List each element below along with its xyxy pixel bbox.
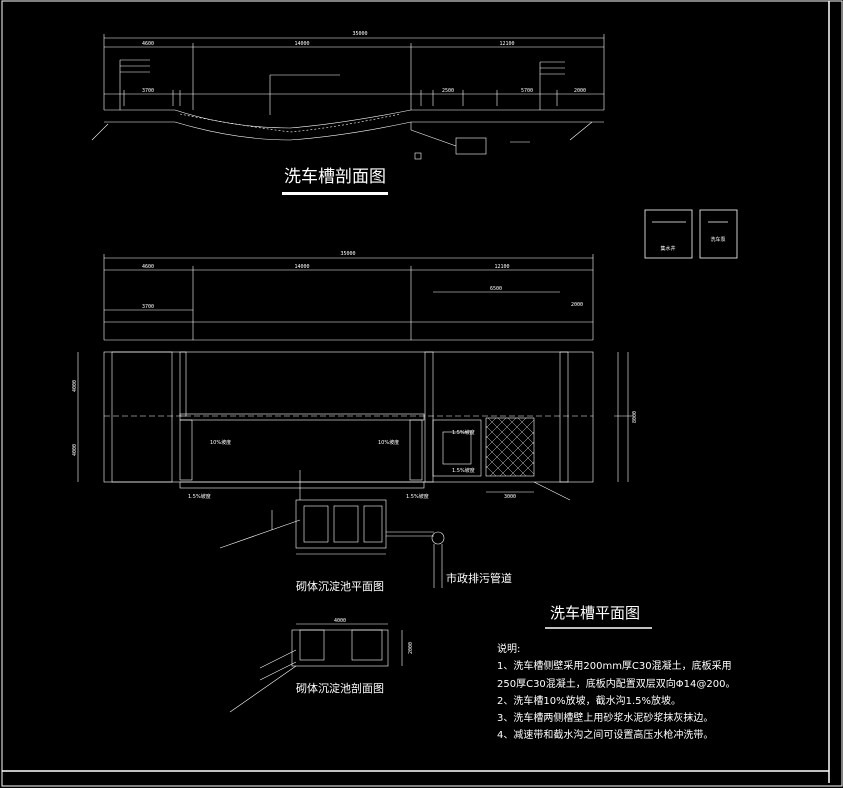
plan-dim-side-bottom: 4000	[72, 444, 78, 456]
plan-dim-side-total: 8000	[632, 411, 638, 423]
section-dim-sub-right: 5700	[521, 88, 533, 94]
plan-dim-bottom: 3000	[504, 494, 516, 500]
section-view-title: 洗车槽剖面图	[284, 167, 386, 187]
section-view	[91, 34, 605, 160]
slope-label-1: 1.5%坡度	[452, 429, 475, 436]
plan-slope-labels: 10%坡度 10%坡度 1.5%坡度 1.5%坡度 1.5%坡度 1.5%坡度	[188, 429, 475, 500]
legend-wash-pump: 洗车泵	[710, 236, 725, 243]
plan-view	[77, 254, 632, 588]
plan-dim-sub-right: 6500	[490, 286, 502, 292]
notes-line-4: 3、洗车槽两侧槽壁上用砂浆水泥砂浆抹灰抹边。	[497, 711, 713, 724]
plan-dim-sub-left: 3700	[142, 304, 154, 310]
legend-drain-well: 集水井	[660, 245, 675, 252]
notes: 说明: 1、洗车槽侧壁采用200mm厚C30混凝土，底板采用 250厚C30混凝…	[497, 642, 735, 741]
section-dim-end-right: 2000	[574, 88, 586, 94]
notes-line-2: 250厚C30混凝土，底板内配置双层双向Φ14@200。	[497, 677, 735, 690]
section-dim-left: 4600	[142, 41, 154, 47]
notes-line-3: 2、洗车槽10%放坡，截水沟1.5%放坡。	[497, 694, 681, 707]
slope-label-4: 1.5%坡度	[406, 493, 429, 500]
plan-dim-side-top: 4000	[72, 380, 78, 392]
section-dim-right: 12100	[499, 41, 514, 47]
notes-heading: 说明:	[497, 642, 520, 655]
plan-dim-end-right: 2000	[571, 302, 583, 308]
plan-dim-left: 4600	[142, 264, 154, 270]
slope-label-3: 1.5%坡度	[188, 493, 211, 500]
section-dim-sub-left: 3700	[142, 88, 154, 94]
tank-dim-width: 4000	[334, 618, 346, 624]
section-view-dims: 35000 4600 14000 12100 3700 2500 5700 20…	[142, 31, 586, 94]
tank-section-title: 砌体沉淀池剖面图	[296, 681, 384, 695]
section-dim-mid: 14000	[294, 41, 309, 47]
legend	[644, 209, 738, 259]
slope-label-right: 10%坡度	[378, 439, 399, 446]
slope-label-left: 10%坡度	[210, 439, 231, 446]
slope-label-2: 1.5%坡度	[452, 467, 475, 474]
notes-line-1: 1、洗车槽侧壁采用200mm厚C30混凝土，底板采用	[497, 659, 732, 672]
notes-line-5: 4、减速带和截水沟之间可设置高压水枪冲洗带。	[497, 728, 713, 741]
plan-dim-mid: 14000	[294, 264, 309, 270]
plan-view-title: 洗车槽平面图	[550, 604, 640, 622]
section-dim-small: 2500	[442, 88, 454, 94]
plan-view-dims: 35000 4600 14000 12100 3700 6500 2000 30…	[72, 251, 638, 500]
plan-dim-total: 35000	[340, 251, 355, 257]
plan-dim-right: 12100	[494, 264, 509, 270]
sewer-label: 市政排污管道	[446, 571, 512, 585]
tank-plan-title: 砌体沉淀池平面图	[296, 579, 384, 593]
tank-dim-depth: 2000	[408, 642, 414, 654]
grate-hatch	[485, 417, 535, 477]
section-view-title-underline	[282, 192, 388, 195]
section-dim-total: 35000	[352, 31, 367, 37]
tank-section	[229, 623, 403, 713]
